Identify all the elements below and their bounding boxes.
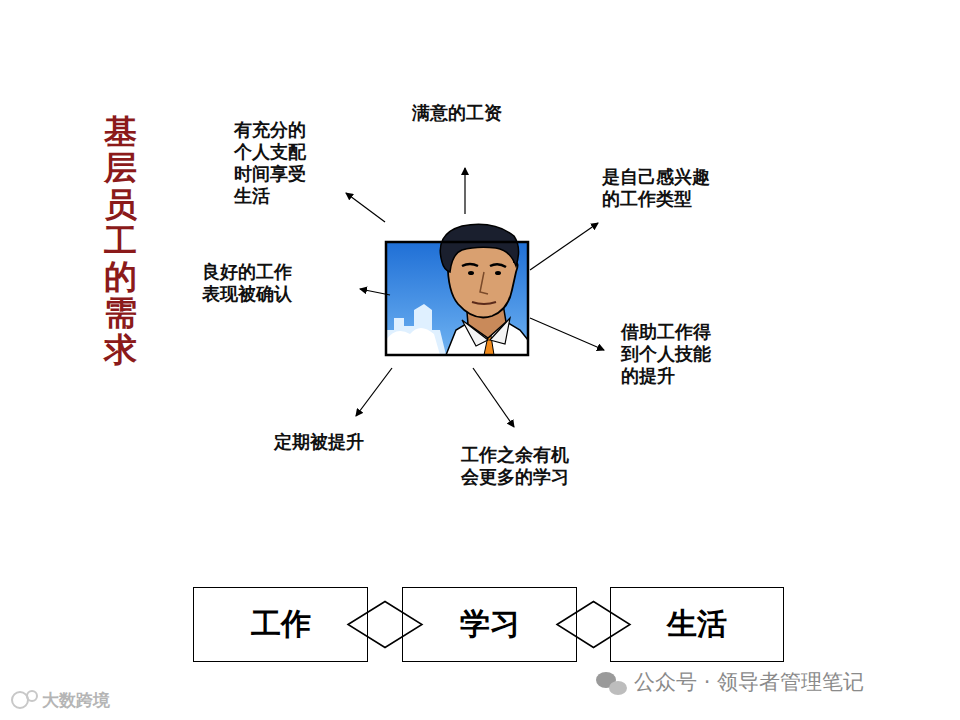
watermark: 公众号 · 领导者管理笔记 — [634, 670, 864, 695]
leader-arrows — [346, 168, 604, 427]
diamond-connector — [557, 602, 630, 648]
vertical-title: 基层员工的需求 — [104, 114, 137, 368]
need-label: 良好的工作 表现被确认 — [202, 261, 301, 305]
need-label: 是自己感兴趣 的工作类型 — [602, 166, 719, 210]
process-box: 生活 — [610, 587, 784, 662]
diamond-connector — [348, 602, 422, 648]
need-label: 借助工作得 到个人技能 的提升 — [621, 321, 720, 387]
need-label: 工作之余有机 会更多的学习 — [461, 444, 578, 488]
box-text: 生活 — [667, 604, 727, 645]
need-label: 定期被提升 — [274, 431, 364, 453]
watermark: 大数跨境 — [42, 690, 110, 711]
wechat-icon — [596, 672, 627, 695]
logo-icon — [12, 691, 37, 708]
process-box: 学习 — [402, 587, 577, 662]
box-text: 工作 — [251, 604, 311, 645]
box-text: 学习 — [460, 604, 520, 645]
need-label: 有充分的 个人支配 时间享受 生活 — [234, 119, 315, 207]
process-box: 工作 — [193, 587, 368, 662]
need-label: 满意的工资 — [412, 102, 502, 124]
man-portrait — [386, 224, 528, 355]
